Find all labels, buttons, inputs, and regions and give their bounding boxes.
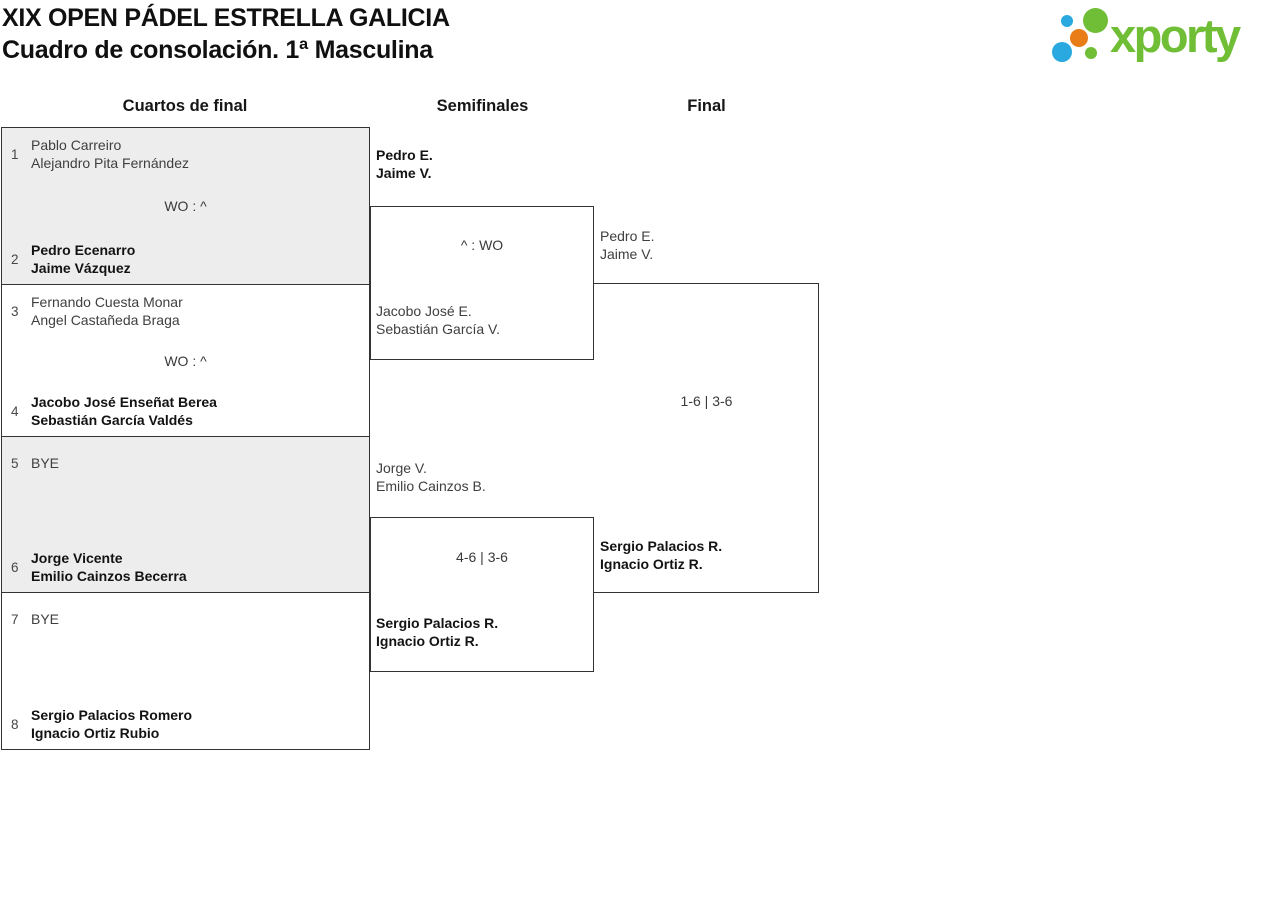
match-score: WO : ^ (164, 352, 207, 369)
team-pair: 2 Pedro Ecenarro Jaime Vázquez (10, 241, 361, 277)
player-name: Ignacio Ortiz Rubio (31, 725, 160, 741)
seed-number: 4 (11, 403, 19, 419)
sf-match-2 (370, 517, 594, 672)
team-pair: 6 Jorge Vicente Emilio Cainzos Becerra (10, 549, 361, 585)
sf1-team-bottom-label: Jacobo José E. Sebastián García V. (376, 302, 590, 338)
player-name: Jacobo José E. (376, 303, 472, 319)
logo-dot-blue-small-icon (1061, 15, 1073, 27)
final-team-top-label: Pedro E. Jaime V. (600, 227, 814, 263)
round-header-cuartos: Cuartos de final (122, 97, 248, 115)
sf1-team-top-label: Pedro E. Jaime V. (376, 146, 590, 182)
tournament-name: XIX OPEN PÁDEL ESTRELLA GALICIA (2, 4, 450, 32)
player-name: Jaime V. (600, 246, 654, 262)
qf-match-2: 3 Fernando Cuesta Monar Angel Castañeda … (1, 284, 370, 437)
seed-number: 2 (11, 251, 19, 267)
player-name: BYE (31, 455, 60, 471)
xporty-logo[interactable]: xporty (1048, 4, 1280, 76)
seed-number: 1 (11, 146, 19, 162)
player-name: Emilio Cainzos B. (376, 478, 486, 494)
logo-dot-blue-large-icon (1052, 42, 1072, 62)
page-title: XIX OPEN PÁDEL ESTRELLA GALICIA Cuadro d… (2, 2, 450, 66)
round-header-final: Final (687, 97, 726, 115)
player-name: Pedro E. (376, 147, 433, 163)
player-name: Sebastián García V. (376, 321, 501, 337)
team-pair: 1 Pablo Carreiro Alejandro Pita Fernánde… (10, 136, 361, 172)
player-name: Fernando Cuesta Monar (31, 294, 183, 310)
logo-dot-green-small-icon (1085, 47, 1097, 59)
team-pair: 8 Sergio Palacios Romero Ignacio Ortiz R… (10, 706, 361, 742)
player-name: Sergio Palacios R. (600, 538, 723, 554)
qf-match-3: 5 BYE 6 Jorge Vicente Emilio Cainzos Bec… (1, 436, 370, 593)
player-name: Jaime V. (376, 165, 432, 181)
player-name: Sergio Palacios R. (376, 615, 499, 631)
player-name: Jacobo José Enseñat Berea (31, 394, 217, 410)
round-header-semifinales: Semifinales (436, 97, 529, 115)
seed-number: 3 (11, 303, 19, 319)
team-pair: 7 BYE (10, 601, 361, 637)
team-pair: 3 Fernando Cuesta Monar Angel Castañeda … (10, 293, 361, 329)
player-name: Sebastián García Valdés (31, 412, 193, 428)
team-pair: 4 Jacobo José Enseñat Berea Sebastián Ga… (10, 393, 361, 429)
final-team-bottom-label: Sergio Palacios R. Ignacio Ortiz R. (600, 537, 814, 573)
player-name: BYE (31, 611, 60, 627)
player-name: Pedro E. (600, 228, 655, 244)
bracket-subtitle: Cuadro de consolación. 1ª Masculina (2, 36, 433, 64)
player-name: Emilio Cainzos Becerra (31, 568, 187, 584)
player-name: Pablo Carreiro (31, 137, 122, 153)
player-name: Alejandro Pita Fernández (31, 155, 189, 171)
qf-match-4: 7 BYE 8 Sergio Palacios Romero Ignacio O… (1, 592, 370, 750)
seed-number: 8 (11, 716, 19, 732)
logo-dot-orange-icon (1070, 29, 1088, 47)
team-pair: 5 BYE (10, 445, 361, 481)
seed-number: 6 (11, 559, 19, 575)
seed-number: 5 (11, 455, 19, 471)
logo-wordmark: xporty (1110, 9, 1241, 62)
seed-number: 7 (11, 611, 19, 627)
player-name: Jaime Vázquez (31, 260, 131, 276)
match-score: WO : ^ (164, 198, 207, 214)
player-name: Jorge Vicente (31, 550, 123, 566)
player-name: Pedro Ecenarro (31, 242, 136, 258)
sf2-team-bottom-label: Sergio Palacios R. Ignacio Ortiz R. (376, 614, 590, 650)
qf-match-1: 1 Pablo Carreiro Alejandro Pita Fernánde… (1, 127, 370, 285)
final-match (594, 283, 819, 593)
player-name: Sergio Palacios Romero (31, 707, 193, 723)
final-score: 1-6 | 3-6 (680, 393, 733, 409)
logo-dot-green-large-icon (1083, 8, 1108, 33)
player-name: Ignacio Ortiz R. (376, 633, 479, 649)
player-name: Jorge V. (376, 460, 427, 476)
sf2-score: 4-6 | 3-6 (456, 549, 508, 565)
sf1-score: ^ : WO (460, 237, 504, 253)
sf2-team-top-label: Jorge V. Emilio Cainzos B. (376, 459, 590, 495)
player-name: Angel Castañeda Braga (31, 312, 180, 328)
player-name: Ignacio Ortiz R. (600, 556, 703, 572)
sf-match-1 (370, 206, 594, 360)
